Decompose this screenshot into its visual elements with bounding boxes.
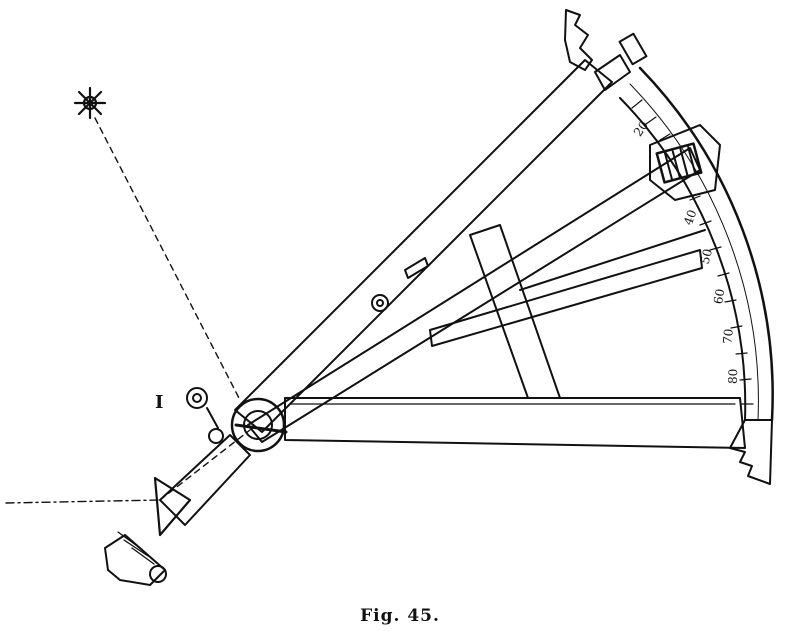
scale-numerals: 20 40 50 60 70 80 <box>631 118 740 384</box>
scale-label-60: 60 <box>711 288 727 305</box>
sun-icon <box>73 86 107 120</box>
eyepiece-prism <box>153 476 192 537</box>
frame-brace-1 <box>469 224 561 399</box>
limb-break-top <box>564 9 593 71</box>
scale-label-70: 70 <box>720 328 736 345</box>
index-arm-clamp <box>649 124 721 201</box>
index-screw <box>186 387 224 444</box>
frame-lower-bar <box>284 397 746 449</box>
scale-label-80: 80 <box>726 368 741 384</box>
vernier-window <box>655 142 703 184</box>
frame-brace-3 <box>519 229 706 291</box>
figure-caption: Fig. 45. <box>360 606 440 626</box>
sunlight-ray <box>94 117 241 401</box>
arc-scale <box>631 99 754 405</box>
pivot-ring <box>230 397 286 453</box>
eyepiece-icon <box>104 534 166 586</box>
reflected-ray <box>159 429 251 501</box>
marker-label-I: I <box>155 392 163 413</box>
horizon-ray <box>5 499 161 504</box>
scale-label-40: 40 <box>681 208 699 227</box>
scale-label-20: 20 <box>631 118 651 139</box>
scale-label-50: 50 <box>698 247 715 265</box>
frame-upper-bar <box>234 59 613 433</box>
arc-limb-inner <box>619 97 747 421</box>
limb-break-bottom <box>729 419 773 485</box>
arc-limb-outer <box>638 66 774 422</box>
telescope-tube <box>159 434 251 526</box>
frame-brace-2 <box>429 249 703 347</box>
